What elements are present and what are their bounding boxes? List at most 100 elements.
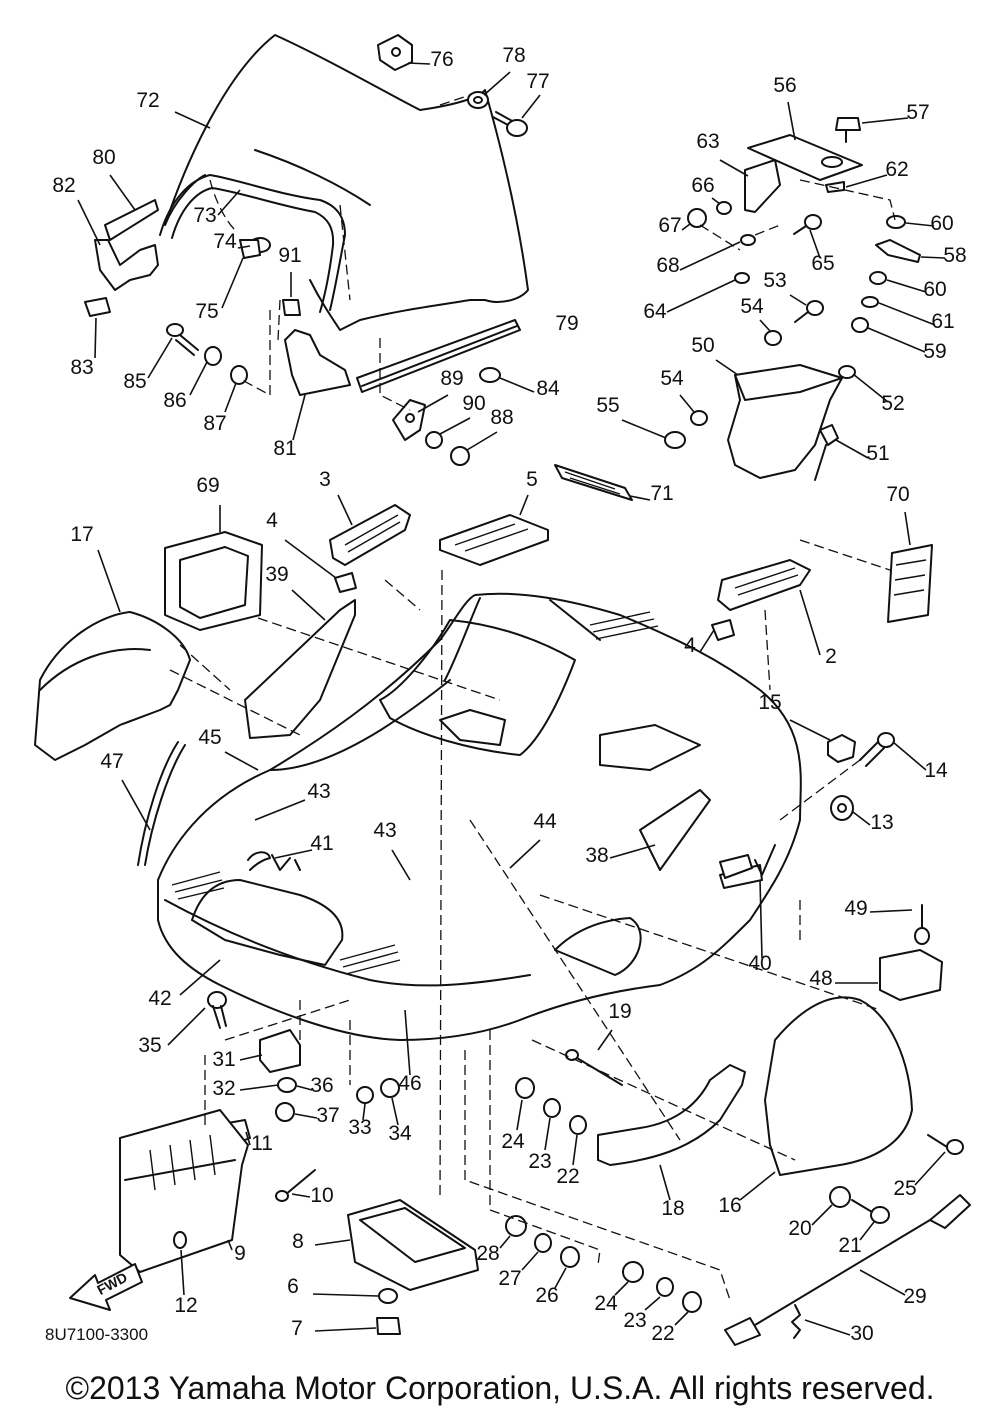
callout-73: 73: [193, 204, 216, 227]
callout-21: 21: [838, 1234, 861, 1257]
leader-87: [224, 382, 237, 413]
callout-91: 91: [278, 244, 301, 267]
hood-cover-inner: [554, 917, 642, 976]
callout-64: 64: [643, 300, 667, 323]
socket-51: [814, 424, 839, 481]
panel-39: [244, 599, 356, 739]
leader-27: [521, 1251, 539, 1271]
leader-26: [554, 1267, 567, 1289]
callout-77: 77: [526, 70, 549, 93]
bracket-48: [879, 949, 943, 1001]
leader-34: [391, 1097, 399, 1126]
leader-54b: [679, 394, 695, 413]
emblem-41: [247, 851, 301, 871]
nut-88: [450, 446, 470, 466]
leader-23a: [544, 1117, 551, 1151]
hood-vents-left: [171, 871, 401, 975]
leader-3: [337, 494, 353, 526]
callout-2: 2: [825, 645, 837, 668]
leader-39: [291, 589, 326, 621]
screw-35: [207, 991, 227, 1029]
leader-21: [859, 1221, 875, 1241]
callout-43a: 43: [307, 780, 330, 803]
leader-60a: [905, 222, 935, 227]
leader-4a: [284, 539, 337, 579]
leader-62: [845, 174, 888, 188]
grille-70: [887, 544, 933, 623]
leader-33: [362, 1103, 366, 1121]
callout-22a: 22: [556, 1165, 579, 1188]
callout-27: 27: [498, 1267, 521, 1290]
meter-case-50: [727, 364, 843, 479]
callout-47: 47: [100, 750, 123, 773]
clip-4a: [334, 572, 357, 593]
leader-58: [920, 256, 946, 259]
washer-90: [425, 431, 443, 449]
washer-23a: [543, 1098, 561, 1118]
callout-34: 34: [388, 1122, 412, 1145]
leader-22b: [674, 1311, 689, 1326]
washer-68: [740, 234, 756, 246]
callout-51: 51: [866, 442, 889, 465]
washer-23b: [656, 1277, 674, 1297]
meter-panel-56: [747, 134, 863, 181]
callout-65: 65: [811, 252, 834, 275]
callout-49: 49: [844, 897, 867, 920]
leader-71: [629, 495, 651, 501]
leader-8: [314, 1239, 351, 1246]
callout-87: 87: [203, 412, 226, 435]
callout-31: 31: [212, 1048, 235, 1071]
leader-25: [914, 1151, 946, 1186]
hood-cover-16: [764, 996, 913, 1176]
leader-49: [869, 909, 913, 913]
copyright-notice: ©2013 Yamaha Motor Corporation, U.S.A. A…: [65, 1370, 935, 1406]
callout-88: 88: [490, 406, 513, 429]
leader-53: [789, 294, 807, 306]
callout-71: 71: [650, 482, 673, 505]
callout-90: 90: [462, 392, 485, 415]
leader-4b: [699, 629, 715, 653]
leader-lines: [77, 62, 946, 1336]
screw-25: [927, 1134, 964, 1155]
callout-5: 5: [526, 468, 538, 491]
callout-25: 25: [893, 1177, 916, 1200]
callout-48: 48: [809, 967, 832, 990]
leader-81: [292, 394, 306, 441]
callout-60a: 60: [930, 212, 953, 235]
leader-38: [609, 844, 656, 859]
leader-57: [861, 117, 909, 124]
leader-24a: [516, 1099, 523, 1131]
callout-68: 68: [656, 254, 679, 277]
callout-89: 89: [440, 367, 463, 390]
leader-14: [892, 741, 927, 771]
leader-37: [294, 1113, 318, 1119]
callout-7: 7: [291, 1317, 303, 1340]
side-panel-17: [34, 611, 191, 761]
washer-60a: [886, 215, 906, 229]
leader-70: [904, 511, 911, 546]
leader-46: [404, 1009, 411, 1076]
leader-88: [466, 431, 498, 451]
leader-29: [859, 1269, 906, 1296]
callout-35: 35: [138, 1034, 161, 1057]
leader-67: [681, 223, 691, 231]
leader-54a: [759, 319, 771, 332]
alignment-lines: [169, 94, 896, 1301]
knob-57: [835, 117, 861, 143]
washer-27: [534, 1233, 552, 1253]
callout-44: 44: [533, 810, 557, 833]
leader-90: [439, 417, 471, 435]
leader-17: [97, 549, 121, 613]
callout-6: 6: [287, 1275, 299, 1298]
callout-76: 76: [430, 48, 453, 71]
nut-55: [664, 431, 686, 449]
grille-5: [439, 514, 549, 566]
screw-85: [166, 323, 199, 356]
callout-86: 86: [163, 389, 186, 412]
bracket-81: [284, 329, 351, 396]
leader-6: [312, 1293, 379, 1297]
callout-24a: 24: [501, 1130, 525, 1153]
washer-61: [861, 296, 879, 308]
grille-2: [717, 559, 811, 611]
nut-37: [275, 1102, 295, 1122]
